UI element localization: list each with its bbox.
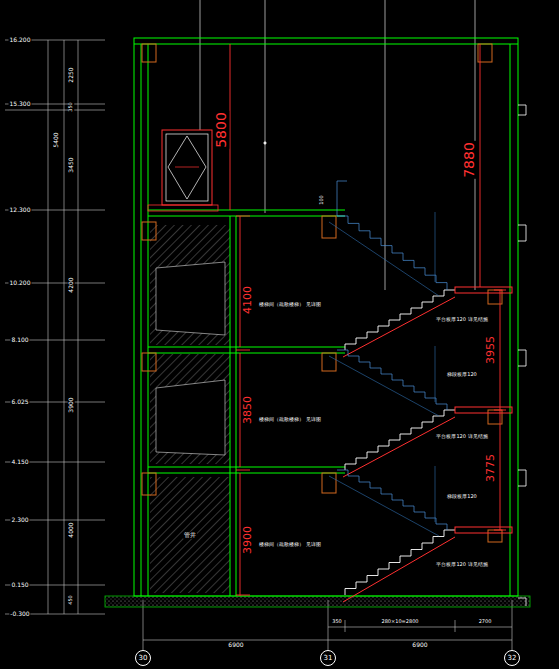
axis-bubble: 32 [504, 650, 520, 666]
annotation-text: 梯段板厚120 [446, 372, 478, 378]
annotation-text: 10.200 [9, 280, 32, 287]
dimension-lines [230, 44, 506, 596]
stairs [329, 181, 512, 602]
annotation-text: 平台板厚120 详见结施 [435, 562, 488, 568]
annotation-text: 450 [68, 594, 74, 606]
axis-number: 31 [324, 655, 333, 662]
axis-number: 32 [508, 655, 517, 662]
hatching [105, 225, 530, 607]
axis-bubble: 31 [320, 650, 336, 666]
dimension-text: 3775 [485, 453, 497, 483]
dimension-text: 3955 [485, 335, 497, 365]
beams [142, 44, 502, 542]
annotation-text: 管井 [183, 532, 197, 539]
annotation-text: 280×10=2800 [380, 619, 419, 625]
annotation-text: 平台板厚120 详见结施 [435, 317, 488, 323]
annotation-text: 3900 [68, 396, 75, 413]
grid-axis [143, 600, 512, 651]
annotation-text: 5400 [53, 131, 60, 148]
annotation-text: 12.300 [9, 207, 32, 214]
annotation-text: 楼梯间（疏散楼梯） 见详图 [258, 302, 322, 308]
dimension-text: 7880 [462, 141, 477, 179]
annotation-text: 6900 [227, 642, 244, 649]
axis-number: 30 [139, 655, 148, 662]
annotation-text: 4000 [68, 521, 75, 538]
wall-notches [518, 105, 526, 606]
annotation-text: 2.300 [10, 517, 29, 524]
annotation-text: 3450 [68, 156, 75, 173]
annotation-text: 15.300 [9, 101, 32, 108]
dimension-text: 3850 [242, 395, 254, 425]
annotation-text: 4.150 [10, 459, 29, 466]
annotation-text: 16.200 [9, 37, 32, 44]
window [148, 130, 218, 211]
annotation-text: 楼梯间（疏散楼梯） 见详图 [258, 417, 322, 423]
dimension-text: 4100 [242, 285, 254, 315]
dimension-text: 5800 [214, 111, 229, 149]
annotation-text: 8.100 [10, 337, 29, 344]
annotation-text: 350 [331, 619, 343, 625]
annotation-text: 0.150 [10, 582, 29, 589]
level-lines [5, 40, 105, 614]
annotation-text: 梯段板厚120 [446, 494, 478, 500]
annotation-text: 6900 [411, 642, 428, 649]
annotation-text: 350 [68, 101, 74, 113]
annotation-text: -0.300 [9, 611, 30, 618]
annotation-text: 100 [319, 194, 325, 206]
walls-slabs [134, 38, 518, 596]
dimension-text: 3900 [242, 525, 254, 555]
annotation-text: 2700 [478, 619, 493, 625]
annotation-text: 6.025 [10, 399, 29, 406]
annotation-text: 楼梯间（疏散楼梯） 见详图 [258, 542, 322, 548]
annotation-text: 4200 [68, 276, 75, 293]
axis-bubble: 30 [135, 650, 151, 666]
annotation-text: 平台板厚120 详见结施 [435, 434, 488, 440]
annotation-text: 2250 [68, 66, 75, 83]
